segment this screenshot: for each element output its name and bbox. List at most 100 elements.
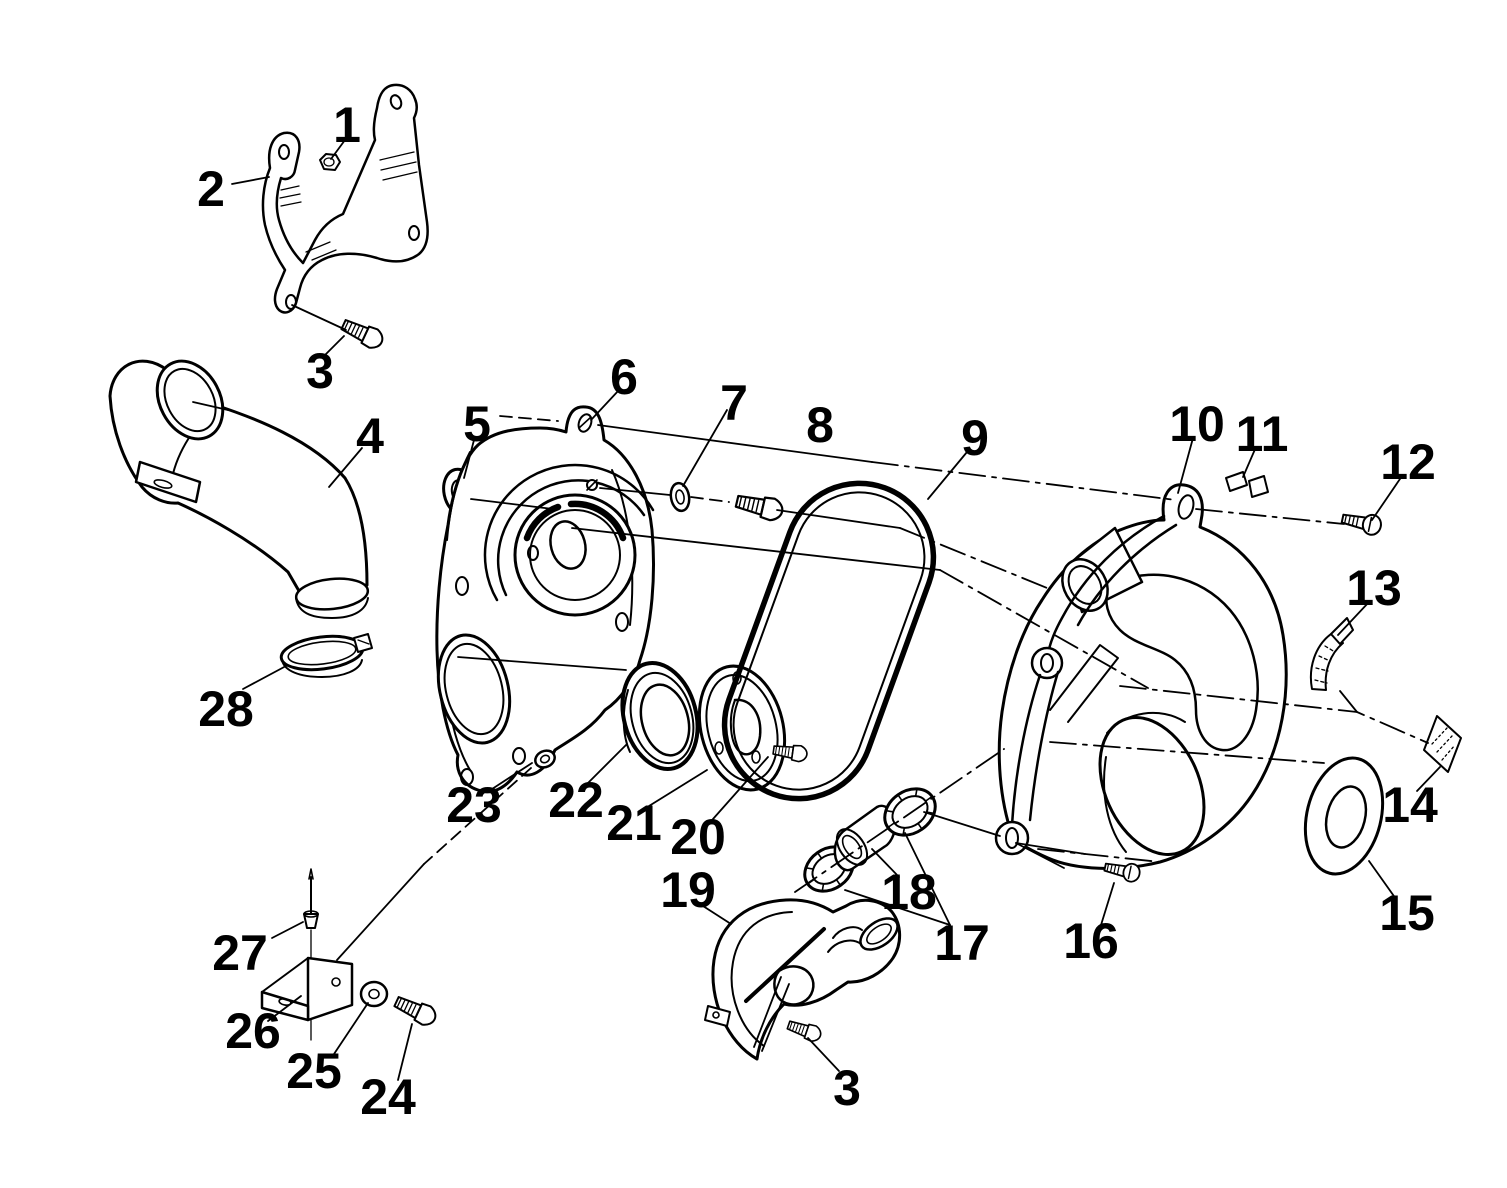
washer-7 [669,481,691,513]
shield-tab [704,1005,731,1027]
leader-line [571,527,941,571]
leader-line [1100,882,1115,926]
leader-line [1416,766,1441,792]
bolt-3-upper [338,314,387,353]
arm-boss-lower [994,820,1030,856]
callout-20: 20 [670,809,726,865]
leader-line [192,401,229,411]
callout-8: 8 [806,397,834,453]
decal-14 [1423,715,1462,773]
leader-line [1015,842,1065,869]
bolt-3-lower [785,1016,824,1045]
leader-line [1368,860,1397,900]
duct-mouth [155,359,225,441]
ear-hole [615,612,629,632]
callout-16: 16 [1063,913,1119,969]
small-hole [527,545,539,561]
plate-hole [751,750,761,764]
callout-17: 17 [934,915,990,971]
callout-28: 28 [198,681,254,737]
drive-belt [721,480,937,802]
leader-line [599,487,671,496]
leader-line [1049,741,1325,764]
callout-15: 15 [1379,885,1435,941]
leader-line [1337,601,1370,636]
callout-10: 10 [1169,396,1225,452]
retainer-plate-20 [697,664,809,792]
leader-line [271,921,304,939]
leader-line [682,409,728,487]
leader-line [702,905,732,925]
leader-line [1242,446,1257,478]
callout-12: 12 [1380,434,1436,490]
shield-hook [773,965,815,1006]
leader-line [794,748,1005,893]
callout-7: 7 [720,375,748,431]
ear-hole [460,768,474,786]
bracket-hole [408,225,420,241]
leader-lines-layer [192,139,1441,1081]
leader-line [423,767,532,865]
bracket-hole [389,94,403,110]
l-bracket-26 [260,956,354,1022]
leader-line [336,863,425,961]
leader-line [1177,437,1194,494]
duct-shield-19 [704,898,902,1061]
callout-26: 26 [225,1003,281,1059]
callout-3: 3 [306,343,334,399]
bolt-8 [733,489,786,524]
leader-line [590,389,620,421]
leader-line [597,424,873,463]
plate-hole [714,741,724,755]
intake-duct [108,359,370,619]
leader-line [753,976,782,1048]
mounting-bracket [261,83,429,314]
leader-line [585,743,628,786]
bracket-hole [331,977,341,987]
leader-line [463,439,475,479]
gasket-ring [496,479,646,597]
seal-22 [620,661,700,771]
flange-nut-1 [319,153,341,171]
leader-line [499,415,559,422]
leader-line [397,1023,413,1081]
cover-recess [1105,573,1259,752]
callout-22: 22 [548,772,604,828]
shield-tube-mouth [859,917,899,951]
hose-clamp-28 [279,633,373,678]
callout-1: 1 [333,97,361,153]
callout-11: 11 [1236,406,1289,462]
foam-seal-15 [1303,756,1385,876]
leader-line [776,509,901,529]
shaft-hole [549,520,587,570]
leader-line [712,756,769,820]
arm-boss-upper [1030,646,1064,680]
leader-line [1037,848,1161,863]
callout-5: 5 [463,396,491,452]
leader-line [648,769,708,807]
leader-line [457,656,627,671]
bracket-hole [278,144,290,160]
leader-line [328,447,363,488]
bracket-hole [285,294,297,310]
decal-13 [1309,617,1354,691]
callout-27: 27 [212,925,268,981]
key-11 [1225,471,1269,498]
callout-24: 24 [360,1069,416,1125]
leader-line [231,176,270,185]
callout-19: 19 [660,862,716,918]
leader-line [844,889,951,926]
leader-line [871,461,1177,501]
callout-2: 2 [197,161,225,217]
leader-line [1339,690,1358,713]
ear-hole [512,747,526,765]
washer-25 [359,980,389,1008]
cover-arm [1045,514,1166,662]
leader-line [267,995,302,1022]
callout-21: 21 [606,795,662,851]
leader-line [761,983,790,1052]
ear-hole [577,413,593,433]
